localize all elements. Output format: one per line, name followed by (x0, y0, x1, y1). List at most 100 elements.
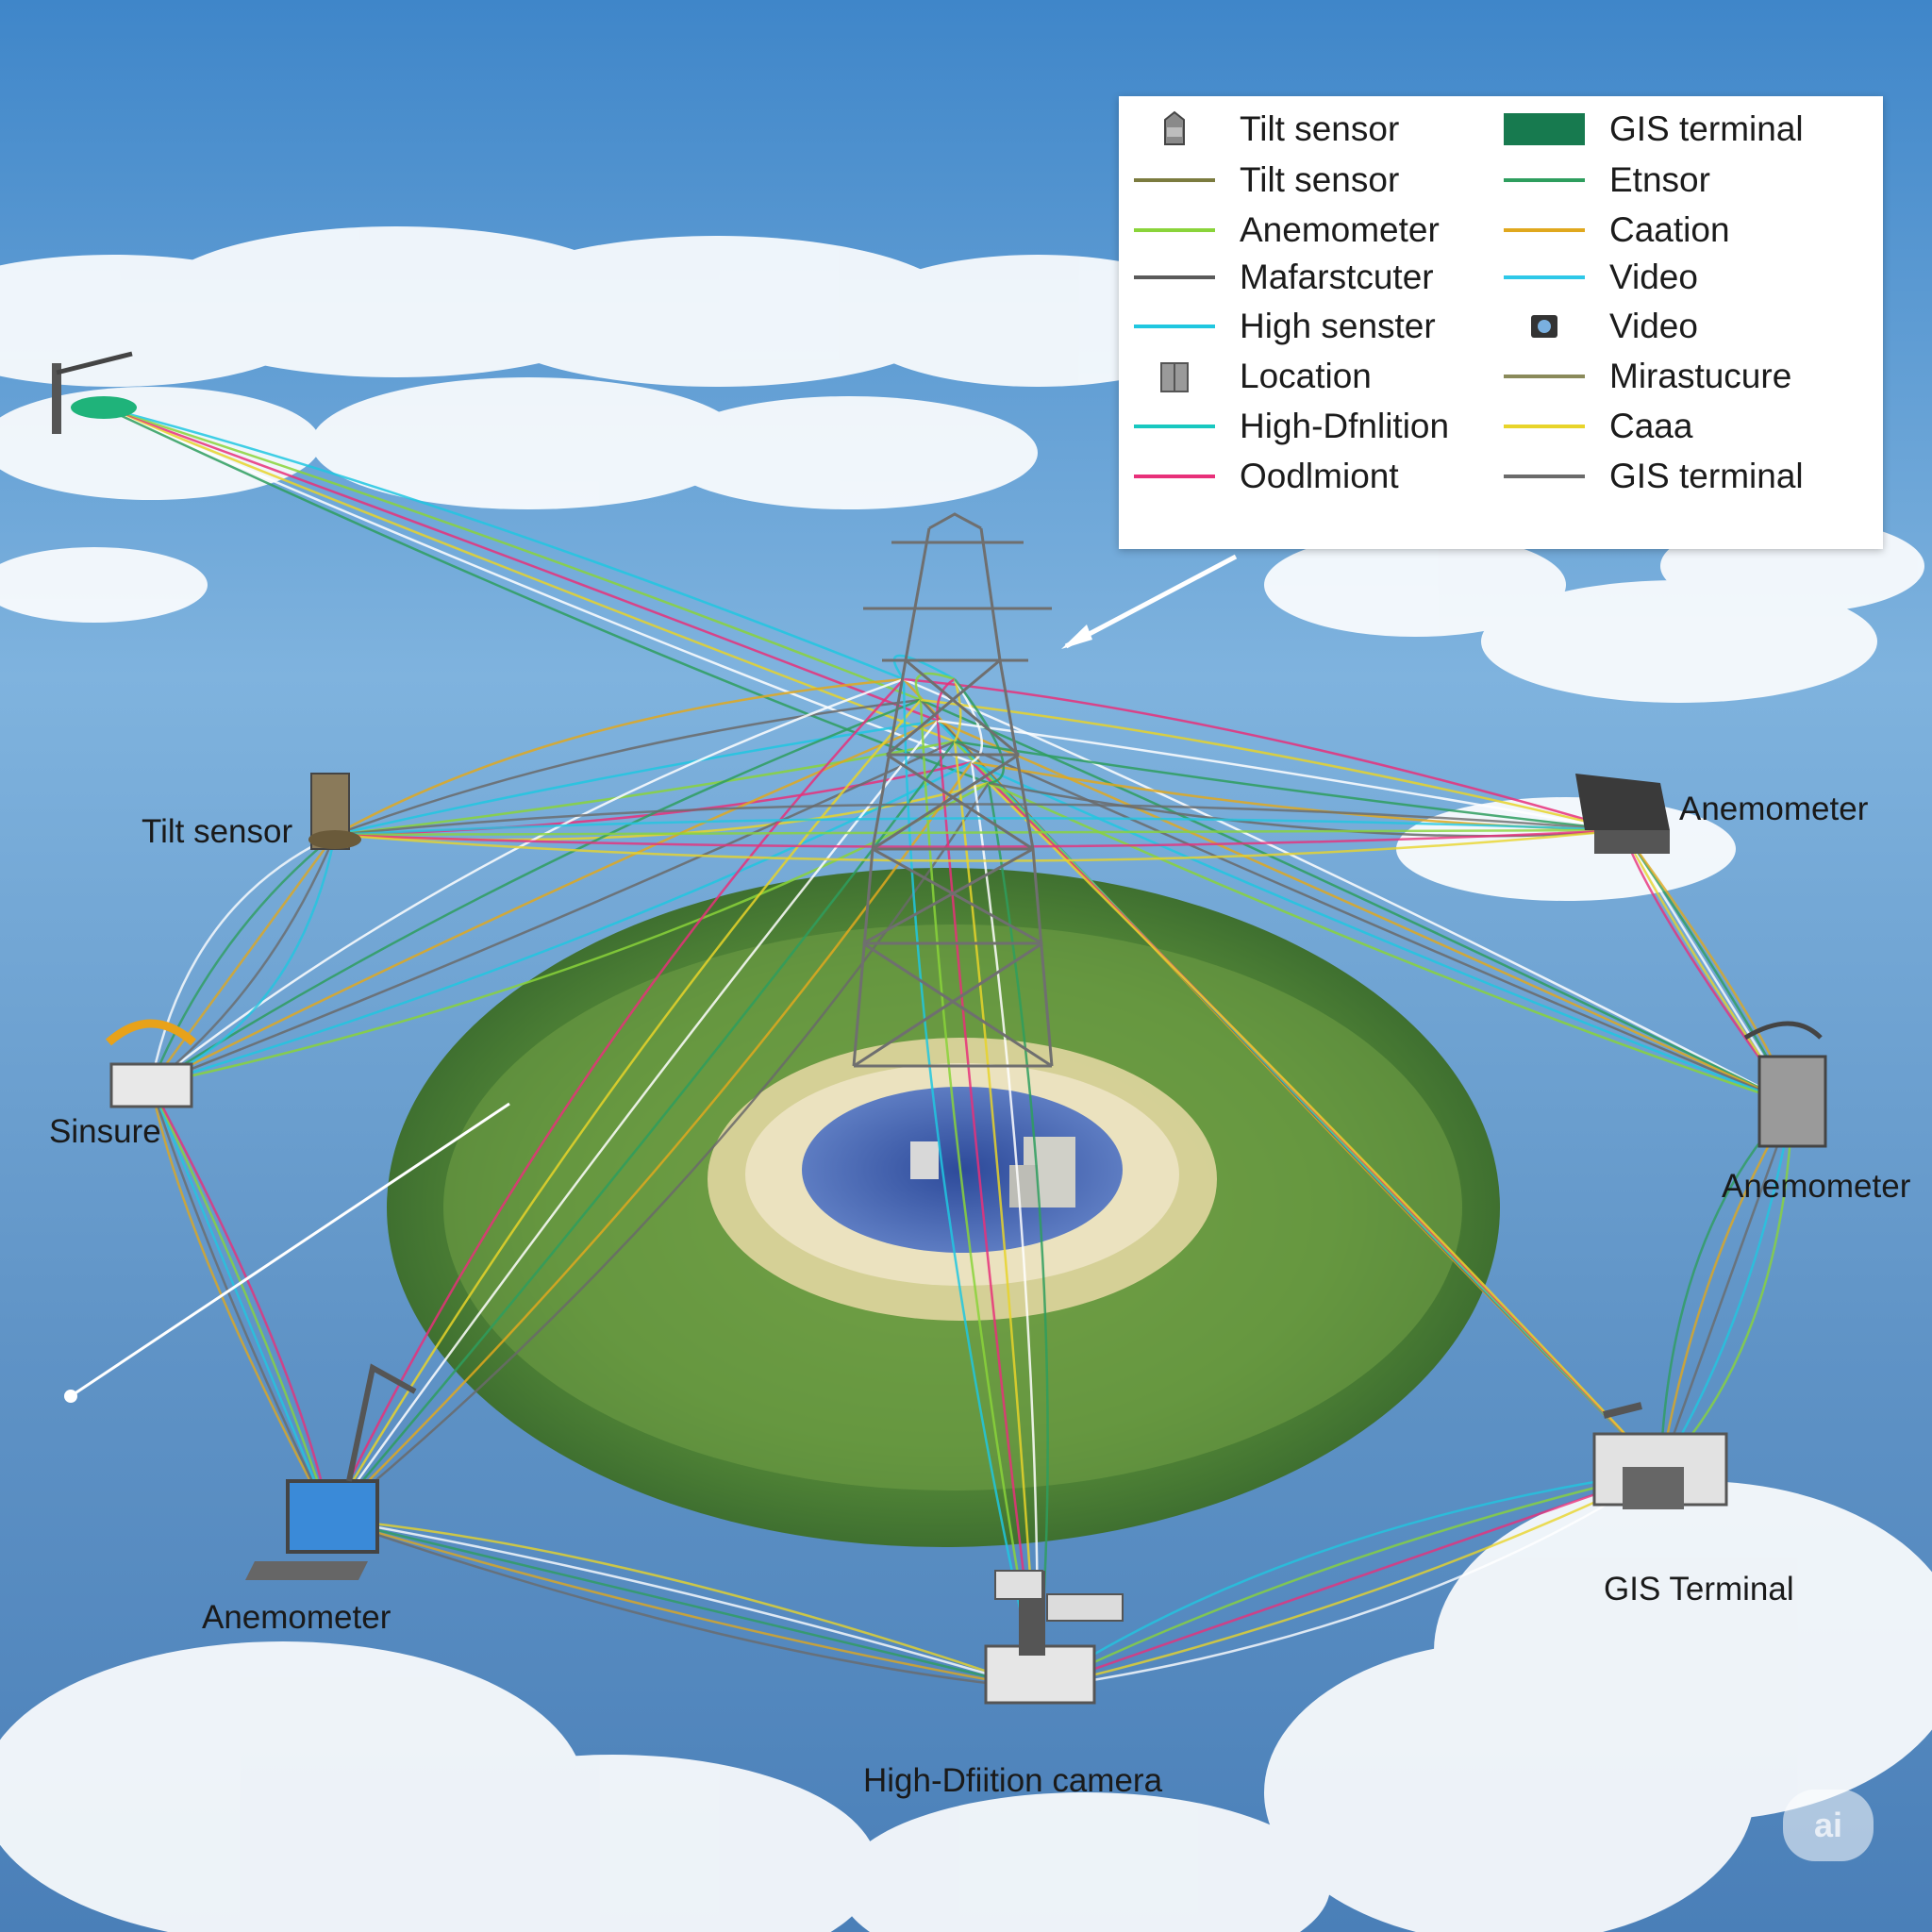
legend-line-swatch (1502, 157, 1587, 204)
line-swatch (1504, 475, 1585, 478)
link-line (937, 719, 1793, 1106)
link-line (149, 1084, 332, 1520)
line-swatch (1504, 228, 1585, 232)
node-label-anemometer-right-lower: Anemometer (1722, 1168, 1911, 1205)
legend-line-swatch (1132, 207, 1217, 254)
legend-label: Tilt sensor (1240, 109, 1400, 148)
legend-item-right-3: Caation (1502, 207, 1730, 254)
video-camera-icon (1502, 303, 1587, 350)
camera-station-device (984, 1570, 1124, 1705)
link-line (970, 761, 1040, 1690)
line-swatch (1134, 425, 1215, 428)
legend-label: Anemometer (1240, 210, 1440, 249)
line-swatch (1134, 228, 1215, 232)
legend-item-right-8: GIS terminal (1502, 453, 1804, 500)
legend-line-swatch (1132, 157, 1217, 204)
link-line (1658, 1103, 1794, 1473)
legend-label: Mafarstcuter (1240, 258, 1434, 296)
node-label-sinsure: Sinsure (49, 1113, 161, 1150)
line-swatch (1134, 178, 1215, 182)
legend-item-left-1: Tilt sensor (1132, 106, 1399, 153)
link-line (954, 740, 1624, 832)
node-label-tilt-sensor: Tilt sensor (142, 813, 293, 850)
link-line (334, 828, 1624, 848)
link-line (920, 698, 1624, 832)
link-line (149, 1084, 332, 1520)
link-line (937, 719, 1624, 832)
link-line (953, 678, 984, 764)
legend-item-left-5: High senster (1132, 303, 1436, 350)
legend-line-swatch (1132, 453, 1217, 500)
legend-line-swatch (1502, 453, 1587, 500)
link-line (328, 699, 922, 1520)
link-line (1037, 1470, 1661, 1690)
legend-label: Oodlmiont (1240, 457, 1399, 495)
laptop-anemometer-device (245, 1363, 417, 1580)
link-line (1037, 1470, 1661, 1690)
legend-item-right-7: Caaa (1502, 403, 1692, 450)
link-line (1037, 1470, 1661, 1690)
link-line (103, 406, 956, 743)
link-line (914, 672, 956, 701)
transmission-tower (852, 512, 1054, 1068)
legend-line-swatch (1502, 403, 1587, 450)
link-line (892, 654, 956, 681)
line-swatch (1504, 178, 1585, 182)
link-line (903, 677, 1793, 1106)
gis-terminal-device (1592, 1402, 1728, 1509)
link-line (902, 678, 1040, 1690)
legend-label: High senster (1240, 307, 1436, 345)
link-line (328, 720, 939, 1520)
legend-label: Etnsor (1609, 160, 1710, 199)
legend-label: Caaa (1609, 407, 1693, 445)
link-line (103, 406, 905, 681)
legend-item-left-6: Location (1132, 353, 1372, 400)
tilt-sensor-icon (1132, 106, 1217, 153)
legend-item-right-5: Video (1502, 303, 1698, 350)
link-line (103, 406, 973, 764)
link-line (954, 740, 1793, 1106)
legend-label: GIS terminal (1609, 109, 1804, 148)
link-line (334, 817, 1624, 837)
legend-pointer-arrow (1064, 554, 1238, 649)
legend-label: High-Dfnlition (1240, 407, 1450, 445)
ai-watermark-badge: ai (1783, 1790, 1874, 1861)
link-line (1658, 1103, 1794, 1473)
link-line (334, 698, 922, 837)
link-line (329, 1517, 1039, 1690)
link-line (988, 782, 1661, 1473)
line-swatch (1134, 475, 1215, 478)
legend-item-left-2: Tilt sensor (1132, 157, 1399, 204)
link-line (334, 828, 1624, 837)
link-line (329, 741, 956, 1520)
legend-line-swatch (1132, 403, 1217, 450)
link-line (150, 677, 905, 1086)
link-line (149, 834, 337, 1086)
link-line (149, 833, 336, 1086)
link-line (1037, 1470, 1661, 1690)
legend-item-right-2: Etnsor (1502, 157, 1710, 204)
node-label-gis-terminal: GIS Terminal (1604, 1571, 1794, 1607)
link-line (334, 803, 1624, 837)
sinsure-device (106, 1019, 196, 1108)
node-label-anemometer-left: Anemometer (202, 1599, 391, 1636)
legend-box-swatch (1502, 106, 1587, 153)
floating-island (387, 868, 1500, 1547)
pointer-dot (64, 1390, 77, 1403)
legend-label: Video (1609, 258, 1698, 296)
link-line (334, 719, 939, 837)
legend-label: Video (1609, 307, 1698, 345)
legend-item-left-3: Anemometer (1132, 207, 1440, 254)
link-line (329, 761, 974, 1520)
link-line (953, 678, 962, 742)
link-line (1037, 1470, 1661, 1690)
legend-label: Tilt sensor (1240, 160, 1400, 199)
anemometer-right-lower-device (1743, 1021, 1827, 1148)
legend-line-swatch (1132, 254, 1217, 301)
link-line (150, 698, 922, 1087)
link-line (329, 1517, 1039, 1690)
location-icon (1132, 353, 1217, 400)
tilt-sensor-device (308, 773, 361, 850)
link-line (329, 1517, 1039, 1690)
legend-item-right-1: GIS terminal (1502, 106, 1804, 153)
